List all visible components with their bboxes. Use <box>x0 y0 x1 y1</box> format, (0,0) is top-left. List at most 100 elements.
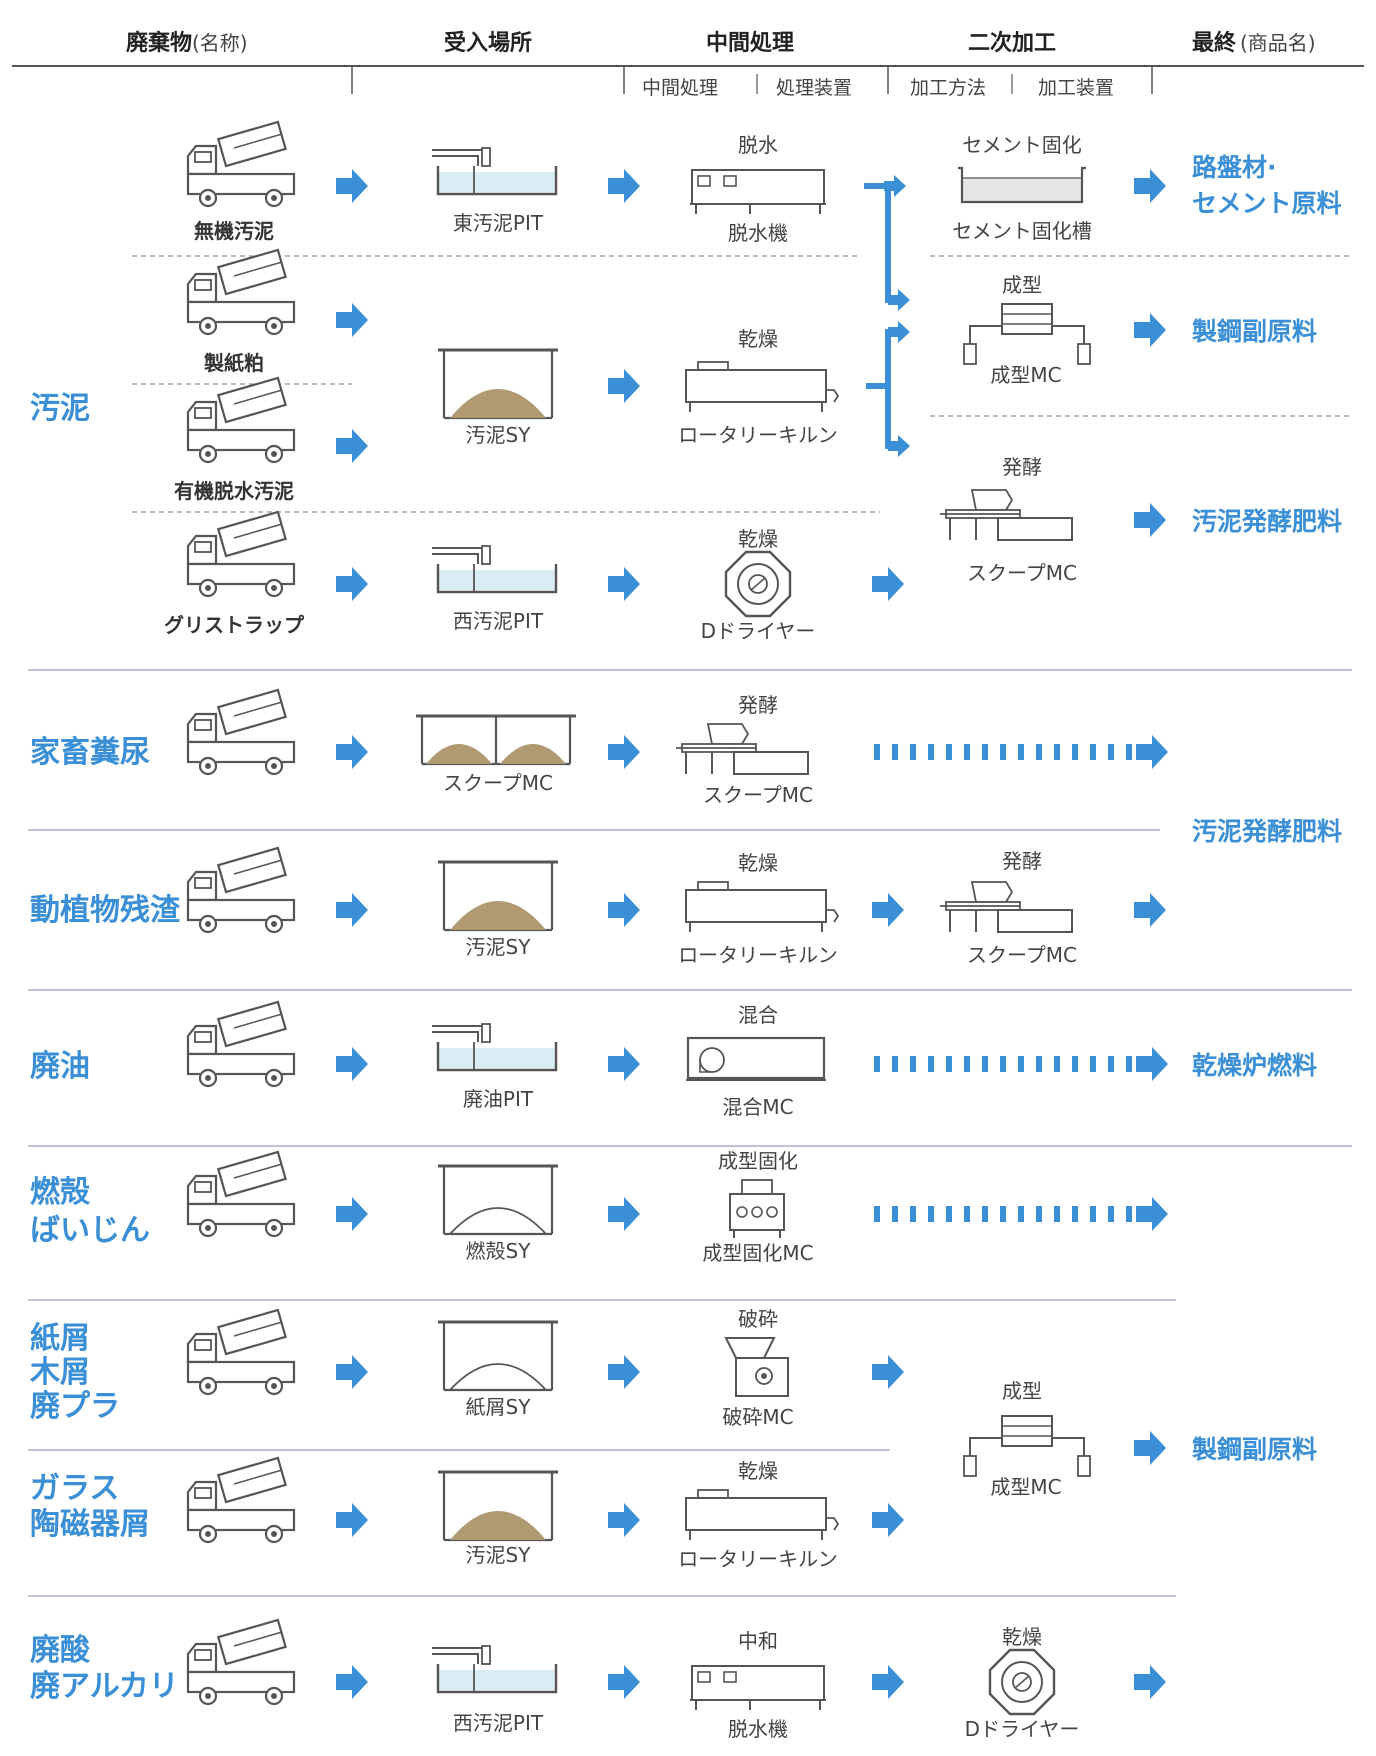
equipment-dewater-mc-2: 脱水機 <box>728 1717 788 1741</box>
flow-arrow-icon <box>608 893 640 927</box>
storage-yard-icon <box>414 714 578 766</box>
equipment-mold-mc: 成型MC <box>990 363 1061 387</box>
category-livestock: 家畜糞尿 <box>30 735 150 770</box>
branch-arrows <box>864 175 910 457</box>
flow-arrow-icon <box>1134 169 1166 203</box>
secondary-ferment: 発酵 <box>1002 455 1042 479</box>
flow-arrow-icon <box>1136 1047 1168 1081</box>
flow-arrow-icon <box>1134 1431 1166 1465</box>
dump-truck-icon <box>186 1308 296 1396</box>
flow-arrow-icon <box>336 1355 368 1389</box>
waste-paper-sludge: 製紙粕 <box>204 351 264 375</box>
secondary-ferment-2: 発酵 <box>1002 849 1042 873</box>
dump-truck-icon <box>186 120 296 208</box>
category-glass-2: 陶磁器屑 <box>30 1507 150 1542</box>
storage-yard-icon <box>436 860 560 932</box>
dump-truck-icon <box>186 248 296 336</box>
receive-oil-pit: 廃油PIT <box>463 1087 534 1111</box>
dotted-flow-arrow <box>874 735 1168 769</box>
flow-arrow-icon <box>336 735 368 769</box>
flow-arrow-icon <box>1136 735 1168 769</box>
receive-sludge-sy-3: 汚泥SY <box>466 1543 532 1567</box>
cement-tank-icon <box>956 166 1088 204</box>
dump-truck-icon <box>186 688 296 776</box>
dump-truck-icon <box>186 1618 296 1706</box>
secondary-dry: 乾燥 <box>1002 1625 1042 1649</box>
subheader-secondary-equipment: 加工装置 <box>1038 77 1114 99</box>
shared-mold-secondary: 成型 成型MC 製鋼副原料 <box>963 1379 1317 1499</box>
header-final-sub: (商品名) <box>1240 31 1316 55</box>
process-crush: 破砕 <box>738 1307 778 1331</box>
secondary-cement-solid: セメント固化 <box>962 133 1082 157</box>
dewatering-machine-icon <box>689 169 827 215</box>
section-sludge: 汚泥 無機汚泥 東汚泥PIT 脱水 脱水機 セメント固化 セメント固化槽 路盤材… <box>30 120 1352 643</box>
dump-truck-icon <box>186 1456 296 1544</box>
category-paper-3: 廃プラ <box>30 1389 120 1424</box>
scoop-machine-icon <box>675 723 809 775</box>
flow-arrow-icon <box>872 1355 904 1389</box>
flow-arrow-icon <box>336 1503 368 1537</box>
process-dewater: 脱水 <box>738 133 778 157</box>
section-acid-alkali: 廃酸 廃アルカリ 西汚泥PIT 中和 脱水機 乾燥 Dドライヤー <box>30 1618 1166 1741</box>
process-dry-3: 乾燥 <box>738 851 778 875</box>
flow-arrow-icon <box>1134 503 1166 537</box>
secondary-mold-2: 成型 <box>1002 1379 1042 1403</box>
header-intermediate: 中間処理 <box>706 30 794 56</box>
flow-arrow-icon <box>608 369 640 403</box>
equipment-scoop-mc-2: スクープMC <box>967 943 1077 967</box>
flow-arrow-icon <box>872 1665 904 1699</box>
equipment-scoop-mc: スクープMC <box>967 561 1077 585</box>
rotary-kiln-icon <box>685 361 839 413</box>
product-dryer-fuel: 乾燥炉燃料 <box>1192 1051 1317 1080</box>
flow-arrow-icon <box>888 289 910 311</box>
flow-arrow-icon <box>872 567 904 601</box>
receive-west-pit-2: 西汚泥PIT <box>453 1711 544 1735</box>
dewatering-machine-icon <box>689 1665 827 1711</box>
process-mold-solid: 成型固化 <box>718 1149 798 1173</box>
product-steel-sub-2: 製鋼副原料 <box>1191 1435 1317 1464</box>
subheader-method: 加工方法 <box>910 77 986 99</box>
header-final: 最終 <box>1192 30 1237 56</box>
category-acid-1: 廃酸 <box>30 1633 91 1668</box>
rotary-kiln-icon <box>685 881 839 933</box>
section-paper-wood-plastic: 紙屑 木屑 廃プラ 紙屑SY 破砕 破砕MC <box>29 1307 904 1429</box>
process-dry-2: 乾燥 <box>738 527 778 551</box>
flow-arrow-icon <box>608 1355 640 1389</box>
dump-truck-icon <box>186 376 296 464</box>
product-sludge-fertilizer: 汚泥発酵肥料 <box>1192 507 1342 536</box>
flow-arrow-icon <box>872 1503 904 1537</box>
category-acid-2: 廃アルカリ <box>30 1669 179 1704</box>
section-livestock: 家畜糞尿 スクープMC 発酵 スクープMC <box>30 688 1168 807</box>
storage-yard-icon <box>436 1320 560 1392</box>
section-ash: 燃殻 ばいじん 燃殻SY 成型固化 成型固化MC <box>30 1149 1168 1265</box>
category-glass-1: ガラス <box>30 1471 119 1506</box>
product-roadbed-2: セメント原料 <box>1192 189 1342 218</box>
subheader-equipment: 処理装置 <box>776 77 852 99</box>
category-ash-2: ばいじん <box>30 1213 150 1248</box>
rotary-kiln-icon <box>685 1489 839 1541</box>
category-sludge: 汚泥 <box>30 391 90 426</box>
flow-arrow-icon <box>888 435 910 457</box>
equipment-d-dryer-2: Dドライヤー <box>965 1717 1080 1741</box>
receive-scoop-mc: スクープMC <box>443 771 553 795</box>
receive-west-pit: 西汚泥PIT <box>453 609 544 633</box>
flow-arrow-icon <box>336 1665 368 1699</box>
waste-organic-sludge: 有機脱水汚泥 <box>174 479 294 503</box>
header-receive: 受入場所 <box>444 30 532 56</box>
process-mix: 混合 <box>738 1003 778 1027</box>
flow-arrow-icon <box>888 321 910 343</box>
equipment-mold-mc-2: 成型MC <box>990 1475 1061 1499</box>
process-ferment: 発酵 <box>738 693 778 717</box>
flow-arrow-icon <box>608 735 640 769</box>
scoop-machine-icon <box>939 881 1073 933</box>
category-paper-1: 紙屑 <box>30 1321 90 1356</box>
molding-machine-icon <box>963 1415 1091 1477</box>
dump-truck-icon <box>186 1000 296 1088</box>
equipment-cement-tank: セメント固化槽 <box>952 219 1092 243</box>
flow-arrow-icon <box>608 567 640 601</box>
flow-arrow-icon <box>336 303 368 337</box>
section-plant-residue: 動植物残渣 汚泥SY 乾燥 ロータリーキルン 発酵 スクープMC <box>30 846 1166 967</box>
equipment-scoop-mc: スクープMC <box>703 783 813 807</box>
category-waste-oil: 廃油 <box>30 1049 90 1084</box>
